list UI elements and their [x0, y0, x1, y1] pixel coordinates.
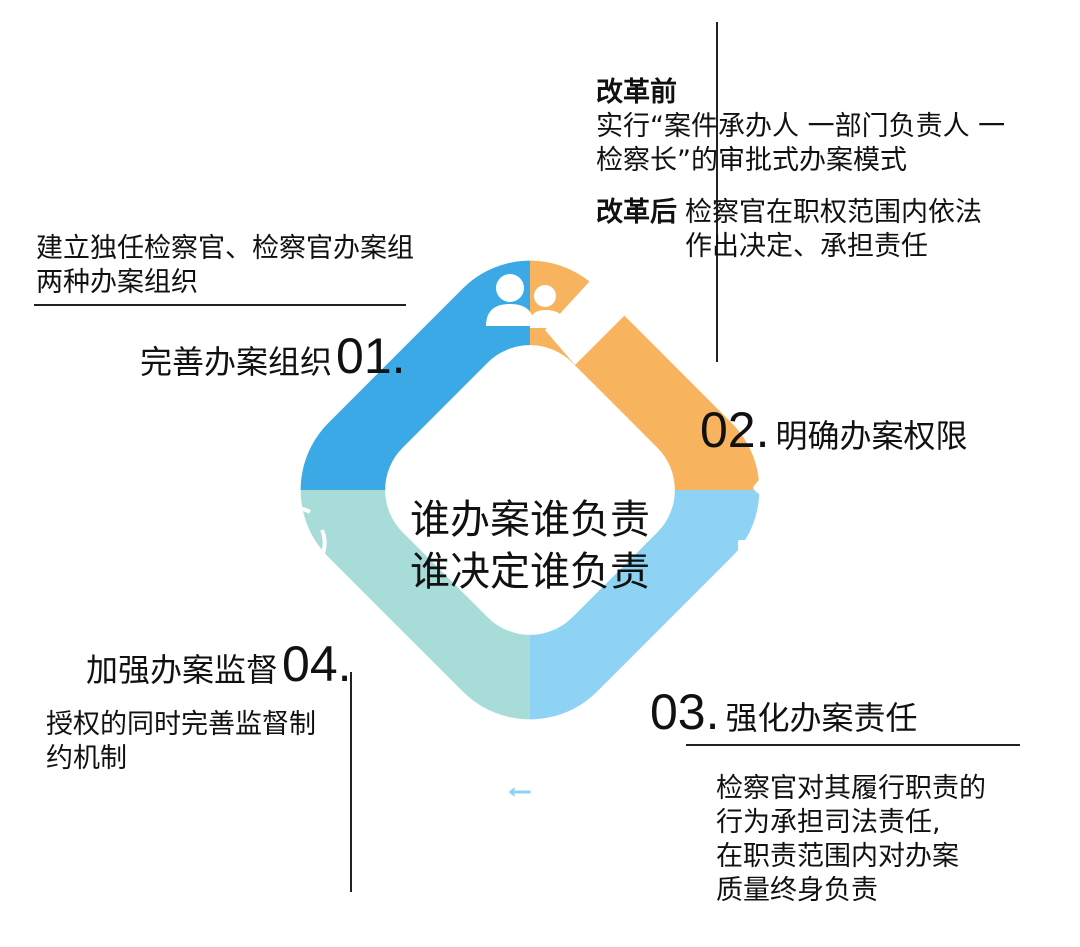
step-02-title: 明确办案权限: [775, 417, 968, 455]
rule-04: [350, 672, 352, 892]
person-return-icon: [503, 746, 562, 804]
step-02-before: 改革前 实行“案件承办人 一部门负责人 一 检察长”的审批式办案模式: [596, 76, 1005, 178]
after-text-1: 检察官在职权范围内依法: [685, 197, 982, 228]
step-03-number: 03.: [650, 684, 720, 740]
before-label: 改革前: [596, 77, 677, 108]
rule-03: [686, 744, 1020, 746]
separator-02-03: [700, 560, 790, 640]
step-03-heading: 03.强化办案责任: [650, 686, 918, 738]
step-04-description: 授权的同时完善监督制 约机制: [46, 709, 316, 774]
step-04-heading: 加强办案监督04.: [86, 638, 352, 690]
before-text-1: 实行“案件承办人 一部门负责人 一: [596, 111, 1006, 142]
step-01-heading: 完善办案组织01.: [140, 330, 406, 382]
users-icon: [486, 274, 566, 328]
gavel-icon: [738, 478, 800, 550]
before-text-2: 检察长”的审批式办案模式: [596, 145, 907, 176]
center-text: 谁办案谁负责 谁决定谁负责: [400, 494, 660, 598]
step-04-number: 04.: [282, 636, 352, 692]
center-line-2: 谁决定谁负责: [410, 549, 650, 595]
after-text-2: 作出决定、承担责任: [685, 231, 928, 262]
segment-02: [530, 221, 799, 490]
after-label: 改革后: [596, 197, 677, 228]
center-diamond: [385, 345, 675, 635]
separator-04-01: [260, 345, 355, 420]
step-01-description: 建立独任检察官、检察官办案组 两种办案组织: [36, 233, 414, 298]
step-04-title: 加强办案监督: [86, 651, 279, 689]
rule-01: [34, 304, 406, 306]
step-02-heading: 02.明确办案权限: [700, 404, 968, 456]
segment-03: [530, 490, 799, 759]
step-02-after: 改革后 检察官在职权范围内依法 作出决定、承担责任: [596, 196, 982, 264]
step-03-title: 强化办案责任: [725, 699, 918, 737]
separator-01-02: [545, 270, 640, 365]
step-01-title: 完善办案组织: [140, 343, 333, 381]
step-03-description: 检察官对其履行职责的 行为承担司法责任, 在职责范围内对办案 质量终身负责: [716, 773, 986, 906]
center-line-1: 谁办案谁负责: [410, 497, 650, 543]
separator-03-04: [365, 670, 455, 760]
step-02-number: 02.: [700, 402, 770, 458]
eye-cycle-icon: [259, 505, 327, 578]
rule-02: [716, 22, 718, 362]
step-01-number: 01.: [336, 328, 406, 384]
